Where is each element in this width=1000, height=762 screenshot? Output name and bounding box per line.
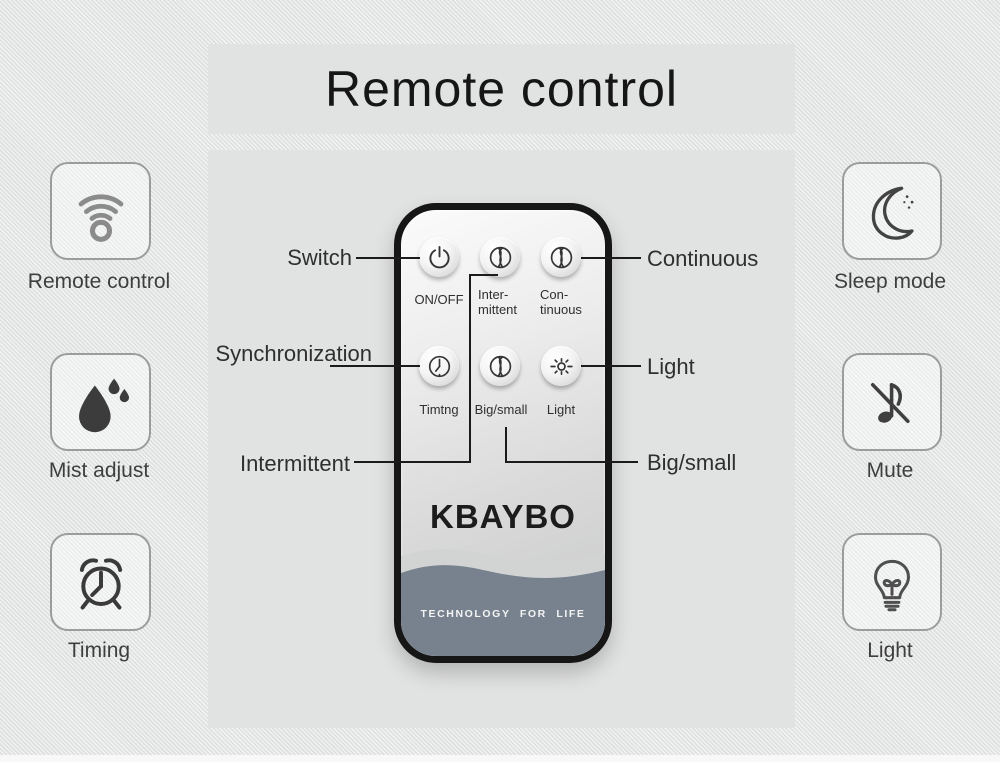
mist-swirl-icon <box>550 246 572 268</box>
feature-box-sleep-mode <box>842 162 942 260</box>
button-label: ON/OFF <box>414 292 464 307</box>
feature-box-mist-adjust <box>50 353 151 451</box>
moon-icon <box>871 186 914 240</box>
button-label: Big/small <box>474 402 528 417</box>
callout-switch: Switch <box>287 245 352 270</box>
feature-label: Mist adjust <box>48 459 150 482</box>
sun-icon <box>549 357 573 375</box>
wave-decoration <box>401 548 605 656</box>
brand-logo: KBAYBO <box>430 498 576 535</box>
water-drop-icon <box>78 378 129 433</box>
alarm-clock-icon <box>79 558 122 610</box>
feature-label: Remote control <box>27 270 171 293</box>
callout-intermittent: Intermittent <box>239 451 350 476</box>
feature-label: Light <box>867 639 913 662</box>
remote-button-intermittent <box>480 237 520 277</box>
callout-big-small: Big/small <box>647 450 737 475</box>
callout-continuous: Continuous <box>647 246 759 271</box>
button-label: Timtng <box>419 402 459 417</box>
mist-swirl-icon <box>489 246 511 268</box>
mist-swirl-icon <box>489 355 511 377</box>
button-label: Inter- mittent <box>478 287 518 317</box>
remote-button-continuous <box>541 237 581 277</box>
light-bulb-icon <box>873 559 911 612</box>
remote-signal-icon <box>78 194 123 242</box>
remote-button-light <box>541 346 581 386</box>
remote-button-on-off <box>419 237 459 277</box>
feature-box-light <box>842 533 942 631</box>
title-banner: Remote control <box>208 44 795 134</box>
callout-light: Light <box>647 354 695 379</box>
feature-label: Sleep mode <box>833 270 947 293</box>
button-label: Light <box>546 402 576 417</box>
remote-button-big-small <box>480 346 520 386</box>
brand-tagline: TECHNOLOGY FOR LIFE <box>420 608 586 620</box>
power-icon <box>428 245 450 268</box>
feature-label: Timing <box>67 639 131 662</box>
remote-control-device: ON/OFF Inter- mittent Con- tinuous <box>394 203 612 663</box>
remote-body: ON/OFF Inter- mittent Con- tinuous <box>401 210 605 656</box>
feature-box-timing <box>50 533 151 631</box>
muted-note-icon <box>870 383 910 424</box>
feature-box-remote-control <box>50 162 151 260</box>
feature-box-mute <box>842 353 942 451</box>
callout-synchronization: Synchronization <box>215 341 372 366</box>
bottom-edge-strip <box>0 755 1000 762</box>
page-title: Remote control <box>324 61 679 117</box>
clock-icon <box>428 355 450 377</box>
button-label: Con- tinuous <box>540 287 582 317</box>
feature-label: Mute <box>866 459 914 482</box>
remote-button-timing <box>419 346 459 386</box>
